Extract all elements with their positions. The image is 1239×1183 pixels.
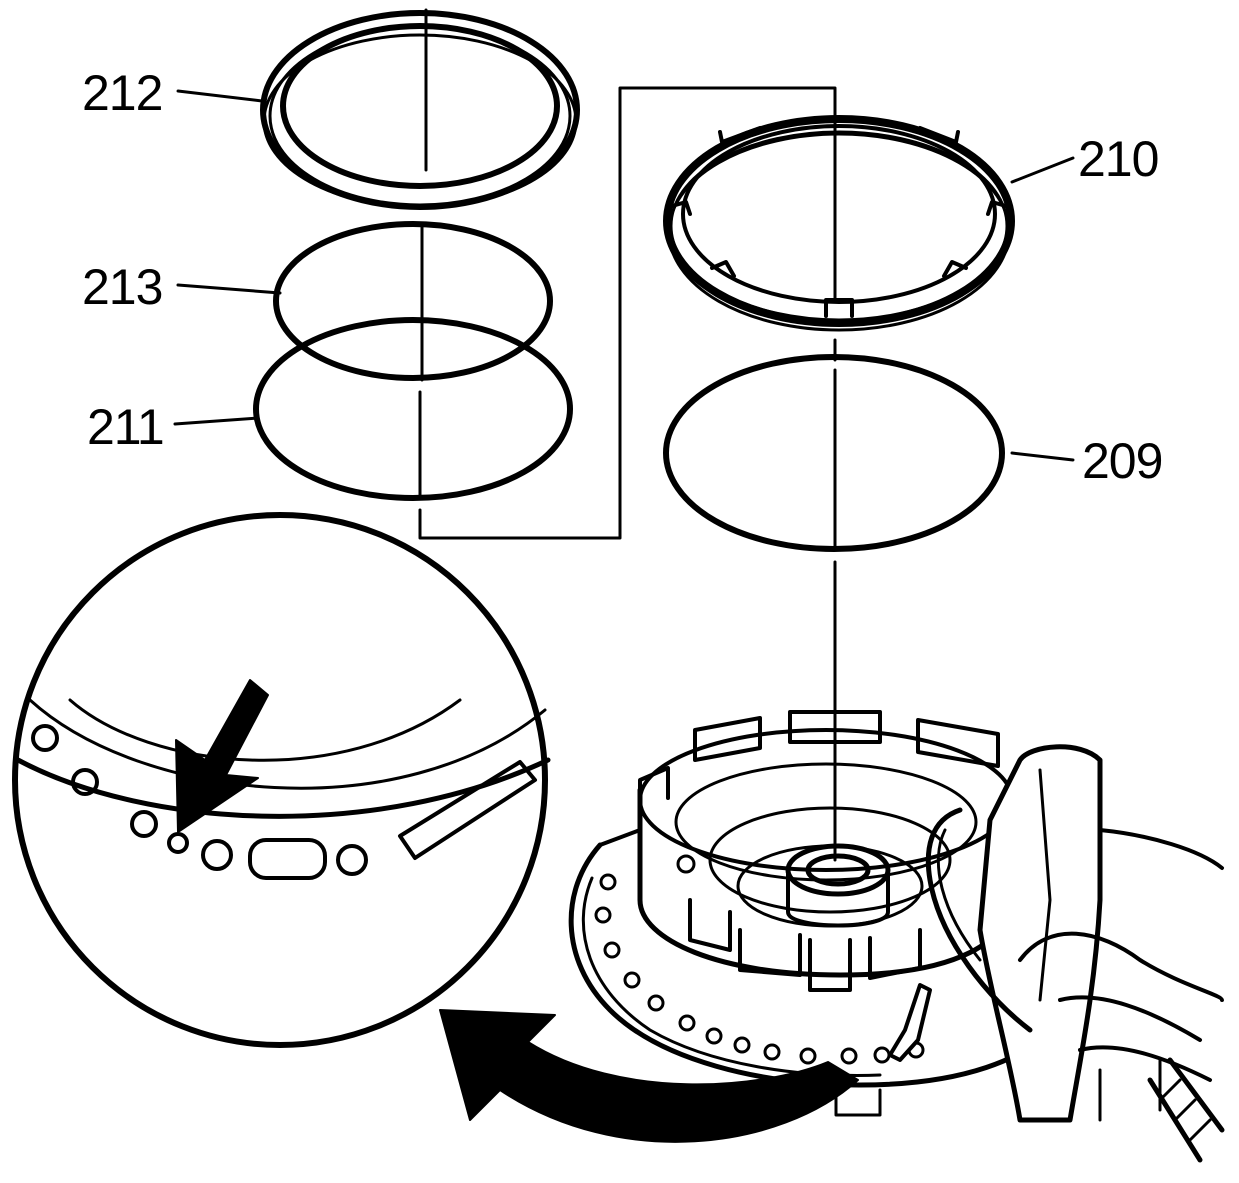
- left-center-line: [418, 8, 837, 540]
- callout-212: 212: [82, 65, 163, 121]
- leader-lines: [173, 89, 1075, 462]
- clutch-housing: [568, 710, 1063, 1117]
- detail-magnifier: [12, 512, 551, 1048]
- seal-ring-212: [260, 10, 580, 210]
- piston-210: [663, 115, 1015, 332]
- callout-213: 213: [82, 259, 163, 315]
- curved-indicator-arrow: [439, 1009, 859, 1143]
- air-nozzle-hand: [888, 744, 1225, 1163]
- o-ring-213: [273, 221, 553, 381]
- callout-209: 209: [1082, 433, 1163, 489]
- callout-211: 211: [87, 399, 165, 455]
- o-ring-211: [253, 317, 573, 501]
- callout-210: 210: [1078, 131, 1159, 187]
